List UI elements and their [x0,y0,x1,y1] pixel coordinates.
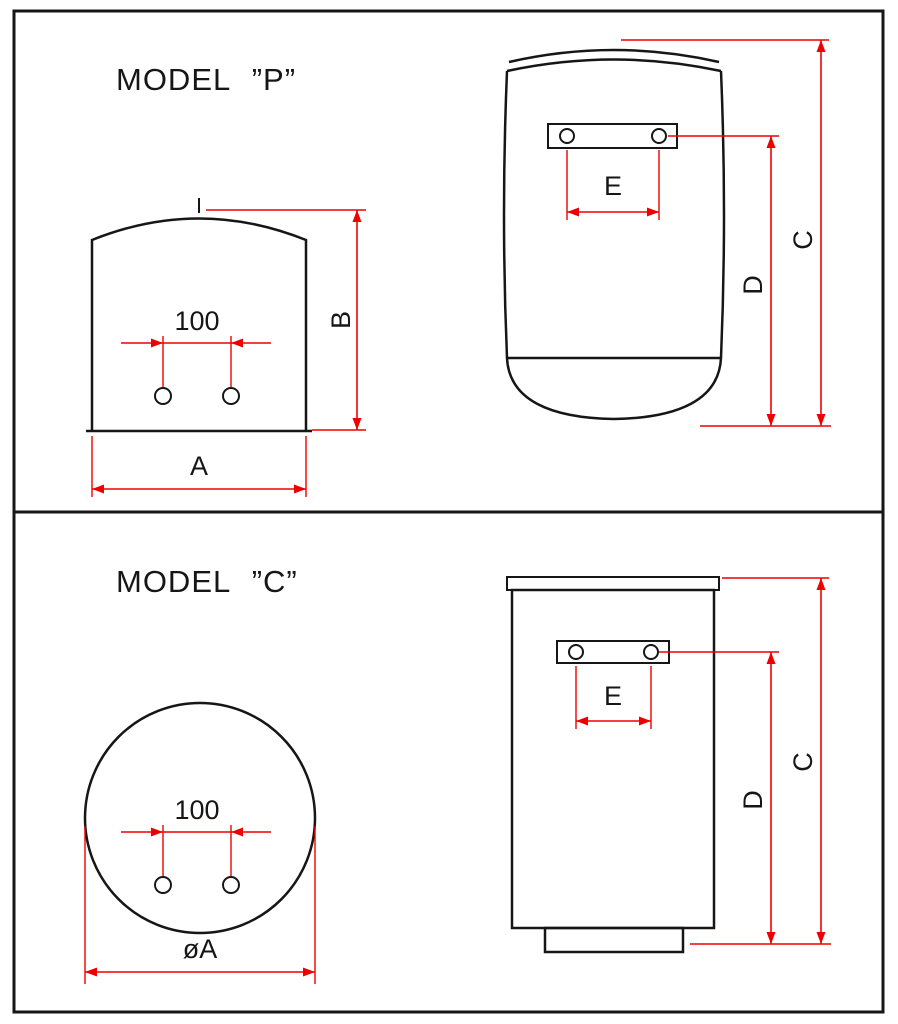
dimension-value: 100 [174,795,219,825]
arrowhead [647,207,659,217]
arrowhead [303,967,315,977]
mounting-hole-right [222,387,240,405]
tank-crown-arc [508,48,720,64]
arrowhead [816,578,826,590]
arrowhead [766,652,776,664]
dimension-bracket-spacing-e: E [566,150,660,220]
tank-right-side [719,70,726,359]
bracket-hole-left [559,128,575,144]
model-c-panel: MODEL ”C” 100 øA [83,564,831,984]
dimension-bracket-spacing-e: E [575,666,652,729]
bracket-hole-right [651,128,667,144]
arrowhead [231,827,243,837]
arrowhead [352,210,362,222]
arrowhead [151,338,163,348]
model-c-front-outline [83,701,317,935]
model-p-panel: MODEL ”P” 100 [86,39,831,497]
arrowhead [576,716,588,726]
dimension-bracket-height-d: D [668,135,779,426]
dimension-value: C [788,752,818,772]
model-p-side-view: E D C [502,39,831,427]
dimension-hole-spacing: 100 [121,795,271,876]
arrowhead [567,207,579,217]
dimension-value: øA [183,934,218,964]
arrowhead [766,136,776,148]
arrowhead [816,414,826,426]
mounting-hole-right [222,876,240,894]
dimension-overall-height-c: C [690,577,831,945]
dimension-bracket-height-d: D [659,651,779,944]
mounting-hole-left [154,387,172,405]
dimension-height-b: B [206,209,366,431]
tank-base [543,926,685,954]
dimension-width-a: A [91,436,307,497]
dimension-value: E [604,171,622,201]
dimension-value: C [788,230,818,250]
arrowhead [294,484,306,494]
model-p-front-outline [90,217,308,431]
dimension-value: 100 [174,306,219,336]
dimension-value: D [738,275,768,295]
tank-left-side [502,70,509,359]
arrowhead [92,484,104,494]
arrowhead [85,967,97,977]
bracket-hole-left [568,644,584,660]
dimension-value: A [190,451,208,481]
model-p-front-view: 100 B A [86,198,366,497]
model-c-side-view: E D C [506,576,831,954]
model-c-front-view: 100 øA [83,701,317,984]
dimension-overall-height-c: C [621,39,831,427]
arrowhead [231,338,243,348]
arrowhead [766,414,776,426]
frame [12,9,885,1014]
dimension-hole-spacing: 100 [121,306,271,387]
arrowhead [816,40,826,52]
arrowhead [639,716,651,726]
tank-cap-seam-arc [506,58,722,73]
bracket-hole-right [643,644,659,660]
dimension-diameter-a: øA [84,826,316,984]
arrowhead [151,827,163,837]
dimension-value: D [738,790,768,810]
tank-top-cap [506,576,720,591]
arrowhead [352,418,362,430]
dimension-value: E [604,681,622,711]
mounting-hole-left [154,876,172,894]
dimension-value: B [326,311,356,329]
model-c-title: MODEL ”C” [116,564,298,599]
arrowhead [766,932,776,944]
arrowhead [816,932,826,944]
tank-bottom-arc [505,357,723,421]
model-p-title: MODEL ”P” [116,62,296,97]
